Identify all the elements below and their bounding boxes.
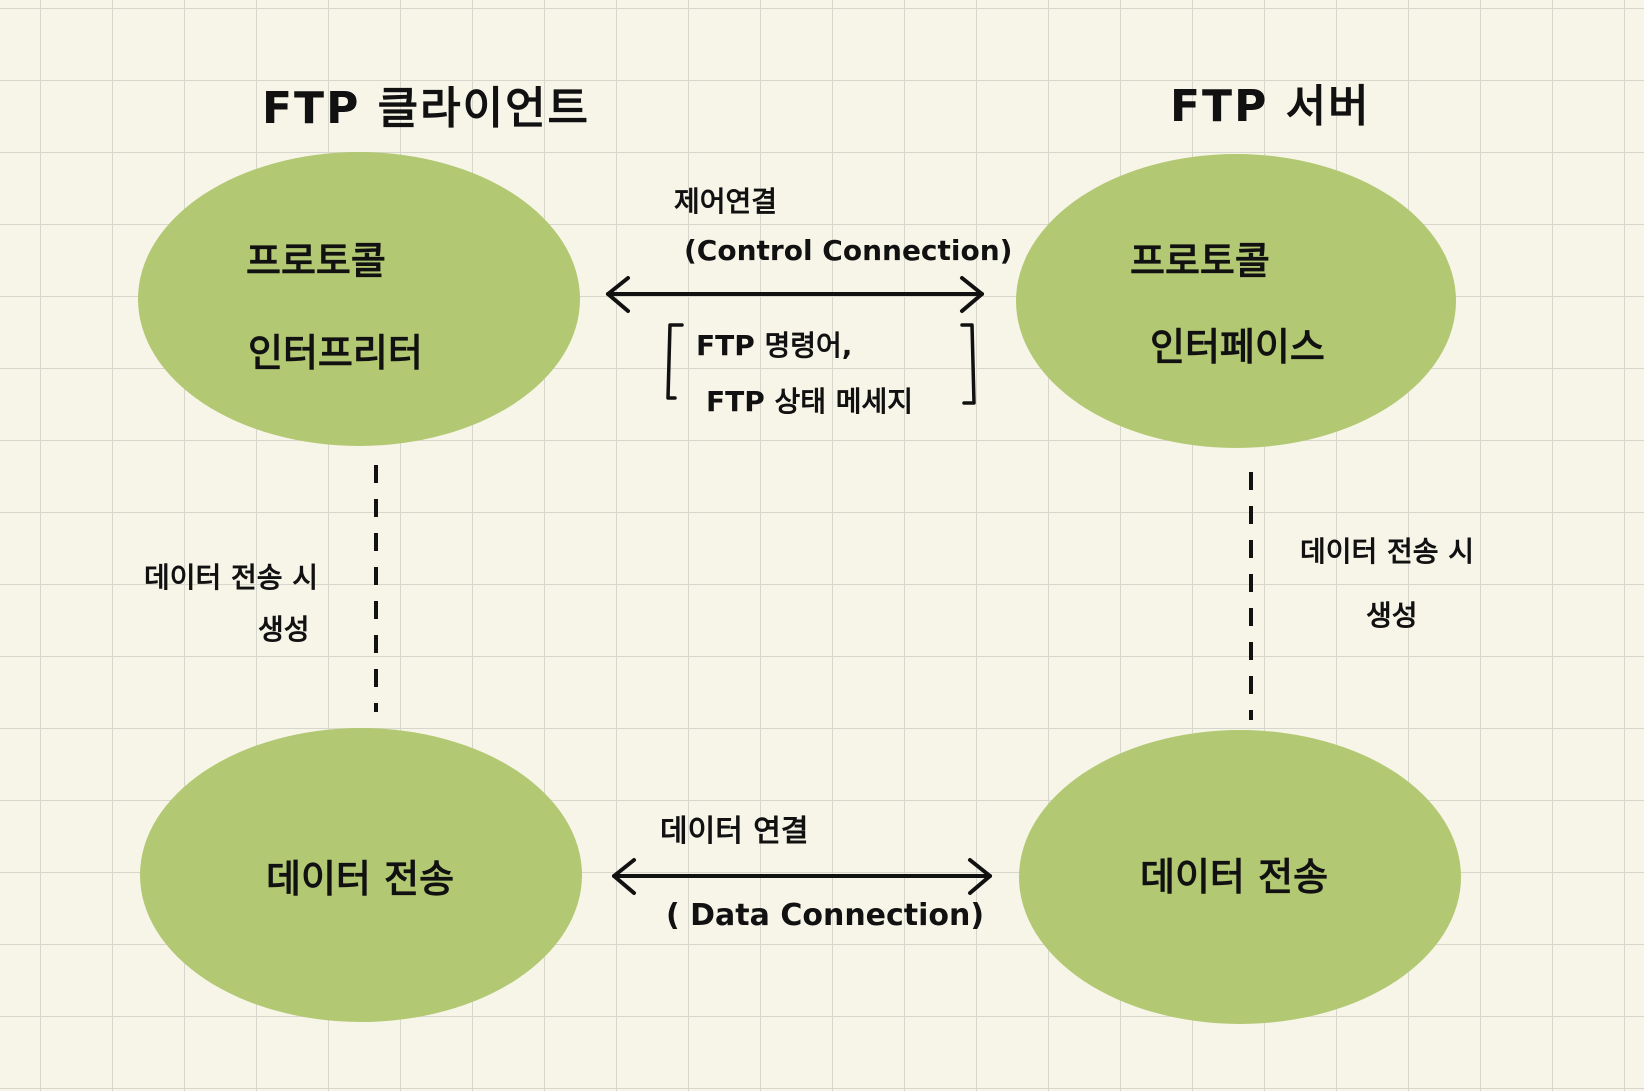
data-connection-english: ( Data Connection) <box>666 898 985 933</box>
client-protocol-label-line1: 프로토콜 <box>246 239 386 283</box>
detail-bracket <box>666 323 976 405</box>
control-connection-arrow <box>606 276 984 313</box>
server-link-note-line1: 데이터 전송 시 <box>1300 535 1475 568</box>
client-protocol-label-line2: 인터프리터 <box>248 331 423 375</box>
data-connection-arrow <box>612 858 992 895</box>
server-protocol-label-line1: 프로토콜 <box>1130 239 1270 283</box>
server-protocol-interface-node <box>1016 154 1456 448</box>
server-data-transfer-label: 데이터 전송 <box>1140 855 1329 899</box>
data-connection-label: 데이터 연결 <box>660 814 809 849</box>
server-protocol-label-line2: 인터페이스 <box>1150 325 1325 369</box>
server-link-note-line2: 생성 <box>1366 599 1418 632</box>
control-connection-label: 제어연결 <box>674 185 778 218</box>
client-title: FTP 클라이언트 <box>262 83 591 134</box>
client-data-transfer-node <box>140 728 582 1022</box>
server-title: FTP 서버 <box>1170 81 1371 132</box>
control-detail-line1: FTP 명령어, <box>696 329 853 362</box>
control-detail-line2: FTP 상태 메세지 <box>706 385 914 418</box>
control-connection-english: (Control Connection) <box>684 234 1013 267</box>
client-link-note-line2: 생성 <box>258 613 310 646</box>
server-data-transfer-node <box>1019 730 1461 1024</box>
client-protocol-interpreter-node <box>138 152 580 446</box>
client-data-transfer-label: 데이터 전송 <box>266 857 455 901</box>
client-link-note-line1: 데이터 전송 시 <box>144 561 319 594</box>
